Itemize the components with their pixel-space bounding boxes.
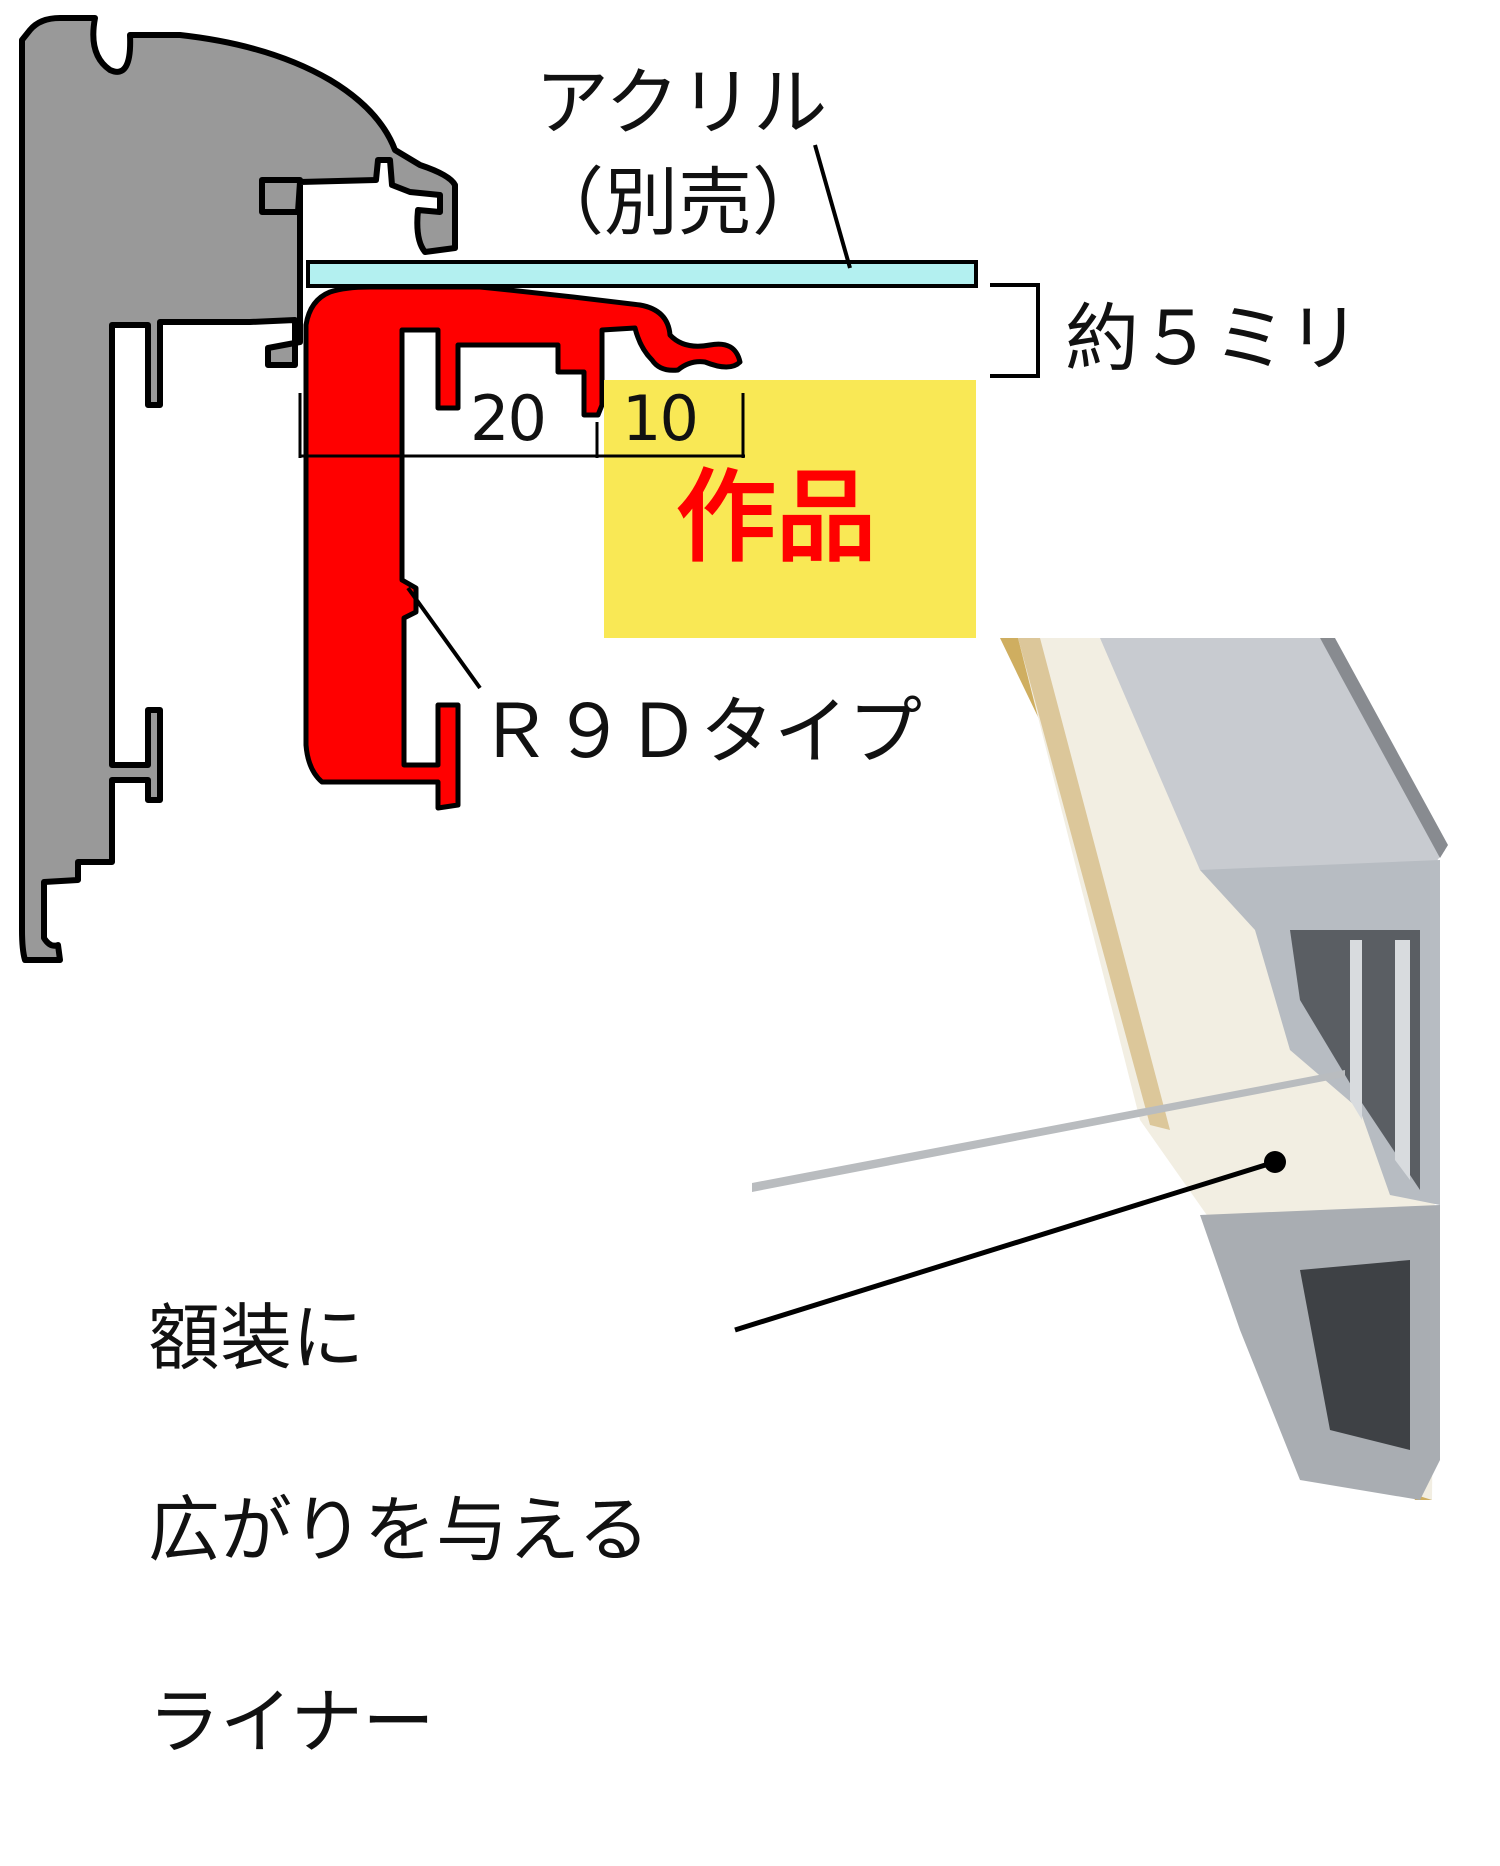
acrylic-note-label: （別売）: [530, 160, 826, 246]
liner-description: 額装に 広がりを与える ライナー: [148, 1194, 650, 1866]
gap-label: 約５ミリ: [1065, 296, 1361, 382]
liner-line-1: 額装に: [148, 1296, 365, 1380]
artwork-label: 作品: [676, 459, 876, 576]
frame-profile: [19, 15, 458, 963]
dimension-lines: [298, 393, 745, 458]
acrylic-sheet: [306, 260, 978, 288]
artwork-rect: [604, 380, 976, 638]
liner-line-2: 広がりを与える: [148, 1488, 650, 1572]
liner-leader: [734, 1159, 1276, 1333]
profile-type-label: Ｒ９Ｄタイプ: [478, 689, 922, 775]
acrylic-leader: [813, 144, 852, 269]
gap-bracket: [990, 283, 1040, 378]
acrylic-label: アクリル: [535, 60, 828, 146]
dimension-20-label: 20: [470, 382, 547, 455]
frame-cross-section-diagram: [19, 15, 1448, 1500]
liner-leader-dot: [1264, 1151, 1286, 1173]
dimension-10-label: 10: [622, 382, 699, 455]
frame-photo: [752, 638, 1448, 1500]
liner-line-3: ライナー: [148, 1680, 435, 1764]
profile-type-leader: [406, 586, 482, 690]
liner-profile: [303, 284, 743, 811]
